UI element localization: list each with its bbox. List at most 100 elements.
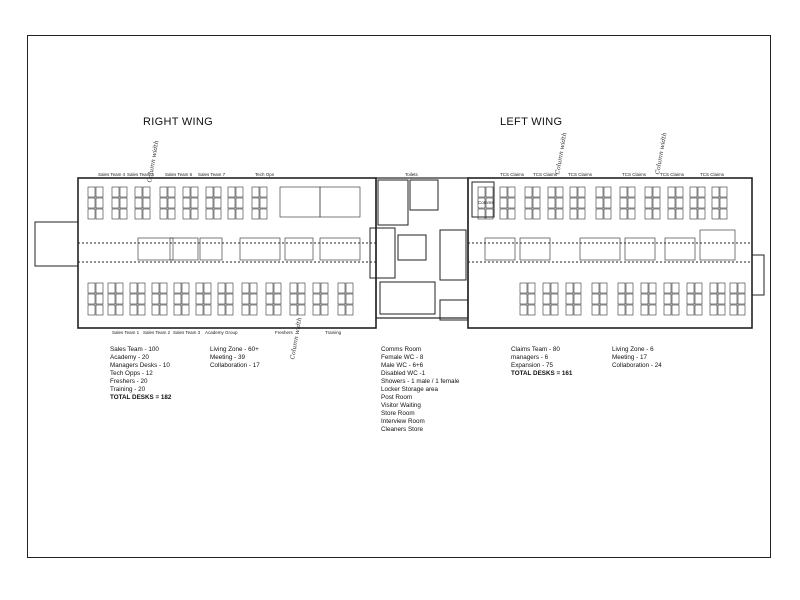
desk — [550, 293, 559, 305]
plan-label: Freshers — [275, 330, 293, 335]
desk — [595, 186, 604, 198]
desk — [95, 208, 104, 220]
desk — [195, 304, 204, 316]
desk — [697, 186, 706, 198]
desk — [205, 208, 214, 220]
desk — [619, 197, 628, 209]
plan-label: TCS Claims — [700, 172, 725, 177]
desk — [711, 197, 720, 209]
desk-cluster — [640, 282, 657, 316]
desk-cluster — [619, 186, 636, 220]
desk — [617, 282, 626, 294]
desk — [190, 186, 199, 198]
desk — [617, 293, 626, 305]
desk — [577, 186, 586, 198]
meeting-room — [519, 237, 551, 261]
right-wing-desk-summary: Sales Team - 100 Academy - 20 Managers D… — [110, 346, 171, 402]
desk — [129, 293, 138, 305]
desk — [519, 282, 528, 294]
desk-cluster — [107, 282, 124, 316]
plan-label: Sales Team 4 — [98, 172, 126, 177]
summary-line: Cleaners Store — [381, 426, 423, 433]
desk — [129, 282, 138, 294]
desk — [519, 304, 528, 316]
desk — [640, 293, 649, 305]
desk — [686, 304, 695, 316]
desk — [203, 304, 212, 316]
desk — [737, 304, 746, 316]
desk — [599, 293, 608, 305]
desk — [717, 293, 726, 305]
plan-label: TCS Claims — [622, 172, 647, 177]
desk — [573, 282, 582, 294]
desk — [667, 186, 676, 198]
desk — [111, 186, 120, 198]
right-wing-heading: RIGHT WING — [143, 116, 214, 128]
left-wing-heading: LEFT WING — [500, 116, 563, 128]
desk — [648, 304, 657, 316]
desk — [719, 186, 728, 198]
desk — [227, 208, 236, 220]
desk — [532, 208, 541, 220]
desk — [671, 304, 680, 316]
desk-cluster — [205, 186, 222, 220]
desk — [686, 293, 695, 305]
summary-line: Meeting - 17 — [612, 354, 648, 361]
plan-label: Sales Team 2 — [143, 330, 171, 335]
desk — [159, 293, 168, 305]
meeting-room — [484, 237, 516, 261]
desk — [719, 208, 728, 220]
desk — [87, 208, 96, 220]
desk — [577, 208, 586, 220]
summary-line: Showers - 1 male / 1 female — [381, 378, 460, 385]
desk — [694, 304, 703, 316]
desk — [573, 293, 582, 305]
desk — [524, 186, 533, 198]
plan-label: Sales Team 7 — [198, 172, 226, 177]
desk — [115, 304, 124, 316]
desk-cluster — [265, 282, 282, 316]
summary-line: Collaboration - 17 — [210, 362, 260, 369]
summary-line: Claims Team - 80 — [511, 346, 560, 353]
desk-cluster — [173, 282, 190, 316]
desk — [619, 208, 628, 220]
desk — [217, 304, 226, 316]
total-desks: TOTAL DESKS = 161 — [511, 370, 573, 377]
desk — [137, 282, 146, 294]
summary-line: Comms Room — [381, 346, 422, 353]
plan-label: Toilets — [405, 172, 418, 177]
desk — [205, 186, 214, 198]
desk-cluster — [499, 186, 516, 220]
desk — [648, 293, 657, 305]
desk — [627, 186, 636, 198]
desk — [129, 304, 138, 316]
desk — [485, 186, 494, 198]
plan-label: TCS Claims — [533, 172, 558, 177]
desk — [312, 282, 321, 294]
desk — [663, 293, 672, 305]
desk — [499, 186, 508, 198]
desk — [259, 186, 268, 198]
meeting-room — [239, 237, 281, 261]
plan-label: Sales Team 5 — [127, 172, 155, 177]
core-summary: Comms Room Female WC - 8 Male WC - 6+6 D… — [381, 346, 459, 434]
desk — [532, 186, 541, 198]
desk-cluster — [289, 282, 306, 316]
desk — [115, 282, 124, 294]
plan-label: TCS Claims — [568, 172, 593, 177]
summary-line: Sales Team - 100 — [110, 346, 159, 353]
desk — [289, 304, 298, 316]
desk-cluster — [337, 282, 354, 316]
desk — [119, 208, 128, 220]
desk — [524, 208, 533, 220]
desk — [737, 282, 746, 294]
desk — [134, 186, 143, 198]
left-wing-zone-summary: Living Zone - 6 Meeting - 17 Collaborati… — [612, 346, 662, 370]
desk — [599, 282, 608, 294]
summary-line: Living Zone - 60+ — [210, 346, 259, 353]
desk-cluster — [159, 186, 176, 220]
desk — [648, 282, 657, 294]
desk — [644, 197, 653, 209]
desk — [689, 186, 698, 198]
